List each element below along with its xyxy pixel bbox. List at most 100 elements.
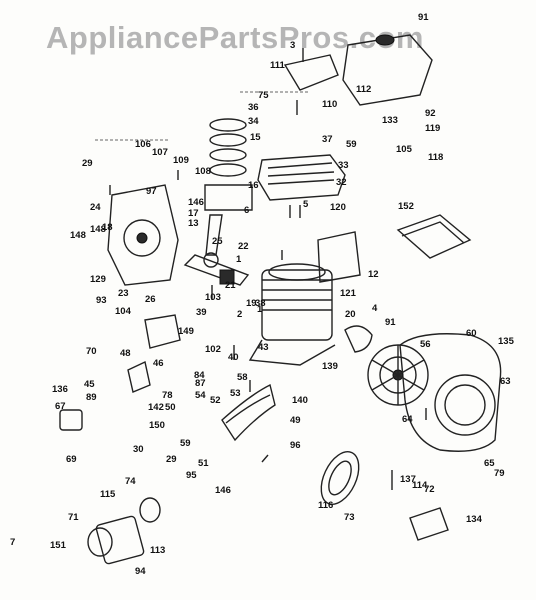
callout-108: 108 [195,166,211,177]
air-filter [396,214,472,259]
callout-116: 116 [318,500,333,511]
callout-25: 25 [212,236,223,247]
callout-19: 19 [246,298,257,309]
callout-13: 13 [188,218,199,229]
callout-3: 3 [290,40,295,51]
callout-38: 38 [255,298,266,309]
callout-103: 103 [205,292,221,303]
callout-37: 37 [322,134,333,145]
fuel-tank [342,34,433,106]
callout-65: 65 [484,458,495,469]
callout-137: 137 [400,474,416,485]
callout-59: 59 [180,438,191,449]
callout-146: 146 [188,197,204,208]
callout-58: 58 [237,372,248,383]
callout-64: 64 [402,414,413,425]
callout-73: 73 [344,512,355,523]
callout-5: 5 [303,199,309,210]
piston-rings [204,118,253,211]
baffle [317,231,361,283]
callout-21: 21 [225,280,236,291]
callout-104: 104 [115,306,132,317]
callout-70: 70 [86,346,97,357]
callout-111: 111 [270,60,286,71]
callout-97: 97 [146,186,157,197]
crankshaft [183,254,250,286]
shroud [221,383,276,442]
callout-94: 94 [135,566,146,577]
callout-112: 112 [356,84,371,95]
callout-118: 118 [428,152,443,163]
callout-95: 95 [186,470,197,481]
callout-129: 129 [90,274,106,285]
callout-32: 32 [336,177,347,188]
blower-housing [399,333,502,452]
callout-33: 33 [338,160,349,171]
watermark-text: AppliancePartsPros.com [46,20,424,55]
callout-152: 152 [398,201,414,212]
callout-148: 148 [70,230,86,241]
callout-39: 39 [196,307,207,318]
callout-149: 149 [178,326,194,337]
callout-43: 43 [258,342,269,353]
callout-16: 16 [248,180,259,191]
callout-133: 133 [382,115,398,126]
callout-134: 134 [466,514,483,525]
callout-91: 91 [385,317,396,328]
callout-63: 63 [500,376,511,387]
callout-1: 1 [257,304,263,315]
crankcase-cover [107,184,179,286]
callout-7: 7 [10,537,15,548]
callout-84: 84 [194,370,205,381]
callout-1: 1 [236,254,242,265]
callout-17: 17 [188,208,199,219]
callout-52: 52 [210,395,221,406]
carburetor [59,360,151,431]
callout-53: 53 [230,388,241,399]
callout-2: 2 [237,309,242,320]
fasteners [109,48,427,490]
callout-36: 36 [248,102,259,113]
callout-71: 71 [68,512,79,523]
callout-79: 79 [494,468,505,479]
callout-56: 56 [420,339,431,350]
callout-34: 34 [248,116,259,127]
callout-46: 46 [153,358,164,369]
callout-119: 119 [425,123,440,134]
rotating-screen [320,451,360,505]
callout-20: 20 [345,309,356,320]
callout-23: 23 [118,288,129,299]
bracket [283,54,339,91]
callout-139: 139 [322,361,338,372]
callout-96: 96 [290,440,301,451]
callout-40: 40 [228,352,239,363]
callout-54: 54 [195,390,206,401]
callout-113: 113 [150,545,165,556]
callout-74: 74 [125,476,136,487]
callout-69: 69 [66,454,77,465]
starter-cup [344,325,373,353]
lower-bracket [409,507,449,541]
callout-49: 49 [290,415,301,426]
callout-89: 89 [86,392,97,403]
callout-30: 30 [133,444,144,455]
callout-136: 136 [52,384,68,395]
callout-4: 4 [372,303,378,314]
callout-142: 142 [148,402,164,413]
callout-121: 121 [340,288,357,299]
callout-12: 12 [368,269,379,280]
callout-15: 15 [250,132,261,143]
callout-120: 120 [330,202,346,213]
callout-72: 72 [424,484,435,495]
callout-18: 18 [102,222,113,233]
flywheel [367,344,429,406]
callout-107: 107 [152,147,168,158]
callout-29: 29 [166,454,177,465]
callout-22: 22 [238,241,249,252]
callout-78: 78 [162,390,173,401]
callout-102: 102 [205,344,221,355]
callout-45: 45 [84,379,95,390]
